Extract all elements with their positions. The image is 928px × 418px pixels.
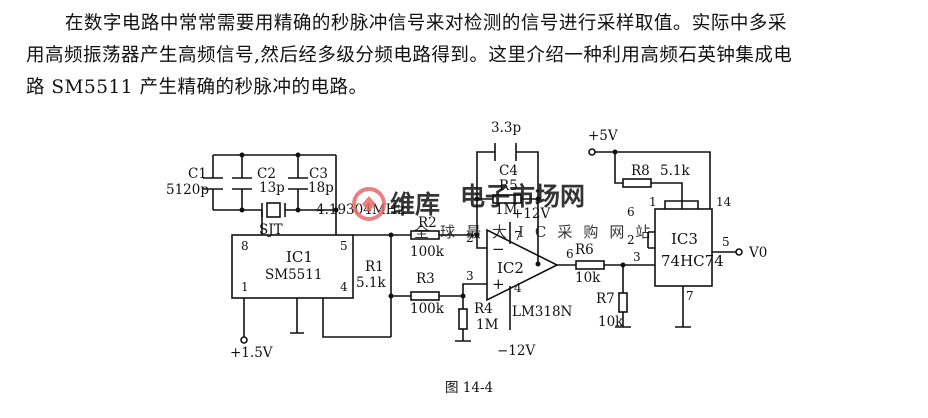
ic3-pin-7: 7	[686, 289, 694, 303]
r7-label: R7	[596, 291, 615, 307]
watermark-logo-icon	[352, 187, 386, 221]
ic1-pin-1: 1	[241, 280, 249, 294]
r8-label: R8	[631, 163, 650, 179]
c2-label: C2	[257, 166, 276, 182]
r4-label: R4	[474, 301, 493, 317]
supply-minus-12v: −12V	[497, 343, 535, 359]
r2-value: 100k	[410, 244, 445, 260]
ic3-pin-1: 1	[649, 195, 657, 209]
ic2-plus-sign: +	[492, 275, 505, 293]
ic2-pin-6: 6	[566, 247, 574, 261]
r1-value: 5.1k	[356, 275, 386, 291]
figure-caption: 图 14-4	[445, 380, 493, 396]
r5-label: R5	[499, 178, 518, 194]
ic1-pin-8: 8	[241, 239, 249, 253]
ic3-name: IC3	[671, 230, 698, 248]
r6-value: 10k	[575, 270, 601, 286]
r1-label: R1	[365, 259, 384, 275]
c4-value: 3.3p	[491, 120, 521, 136]
ic2-op-amp	[462, 222, 559, 330]
ic1-part: SM5511	[265, 267, 322, 283]
capacitor-network	[203, 152, 339, 235]
supply-plus-12v: +12V	[512, 206, 550, 222]
r7-value: 10k	[598, 314, 624, 330]
ic3-pin-2: 2	[627, 233, 635, 247]
site-watermark: 维库 电子市场网 全球最大IC采购网站	[352, 182, 661, 241]
r3-label: R3	[416, 271, 435, 287]
r4-resistor	[455, 293, 471, 342]
c3-value: 18p	[308, 180, 334, 196]
paragraph-line-2: 用高频振荡器产生高频信号,然后经多级分频电路得到。这里介绍一种利用高频石英钟集成…	[26, 45, 793, 66]
c1-value: 5120p	[166, 182, 209, 198]
c4-label: C4	[499, 163, 518, 179]
watermark-site: 电子市场网	[460, 182, 585, 211]
ic3-pin-3: 3	[633, 250, 641, 264]
ic2-part: LM318N	[512, 304, 573, 320]
ic3-pin-6: 6	[627, 205, 635, 219]
ic2-pin-2: 2	[466, 231, 474, 245]
r6-label: R6	[575, 242, 594, 258]
crystal-sjt	[261, 202, 286, 218]
ic2-name: IC2	[497, 259, 524, 277]
r3-value: 100k	[410, 301, 445, 317]
ic3-74hc74	[588, 148, 743, 328]
c1-label: C1	[188, 166, 207, 182]
ic1-sm5511	[231, 210, 391, 344]
output-network	[535, 260, 655, 328]
supply-plus-1-5v: +1.5V	[230, 345, 273, 361]
crystal-label: SJT	[259, 222, 283, 238]
intro-paragraph: 在数字电路中常常需要用精确的秒脉冲信号来对检测的信号进行采样取值。实际中多采 用…	[26, 8, 910, 104]
r5-value: 1M	[495, 202, 518, 218]
input-network	[353, 230, 477, 337]
c3-label: C3	[309, 166, 328, 182]
ic1-pin-4: 4	[340, 280, 348, 294]
ic2-minus-sign: −	[492, 240, 505, 258]
paragraph-line-1: 在数字电路中常常需要用精确的秒脉冲信号来对检测的信号进行采样取值。实际中多采	[64, 13, 787, 34]
paragraph-line-3: 路 SM5511 产生精确的秒脉冲的电路。	[26, 77, 368, 98]
r8-value: 5.1k	[660, 163, 690, 179]
ic3-pin-14: 14	[716, 195, 732, 209]
supply-plus-5v: +5V	[588, 128, 618, 144]
r4-value: 1M	[476, 317, 499, 333]
r2-label: R2	[418, 215, 437, 231]
ic2-pin-7: 7	[514, 229, 522, 243]
ic3-pin-5: 5	[722, 235, 730, 249]
ic3-part: 74HC74	[661, 252, 724, 270]
ic2-pin-4: 4	[514, 281, 522, 295]
ic1-pin-5: 5	[340, 239, 348, 253]
watermark-subtitle: 全球最大IC采购网站	[414, 223, 661, 241]
c2-value: 13p	[259, 180, 285, 196]
output-v0-label: V0	[748, 245, 767, 261]
watermark-brand: 维库	[390, 190, 440, 219]
ic1-name: IC1	[286, 248, 313, 266]
feedback-network	[474, 143, 541, 264]
ic2-pin-3: 3	[466, 269, 474, 283]
